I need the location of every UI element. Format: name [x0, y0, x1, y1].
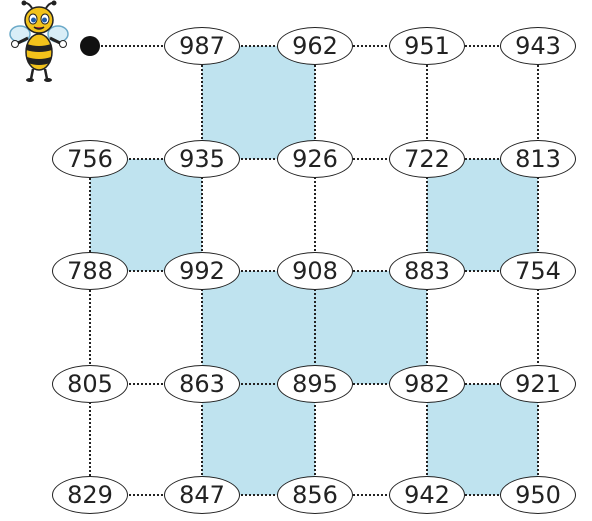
number-node[interactable]: 856: [277, 476, 353, 514]
number-node[interactable]: 813: [500, 140, 576, 178]
bee-icon: [6, 0, 72, 82]
number-node[interactable]: 895: [277, 365, 353, 403]
number-node[interactable]: 943: [500, 27, 576, 65]
number-node[interactable]: 908: [277, 252, 353, 290]
number-node[interactable]: 829: [52, 476, 128, 514]
number-node[interactable]: 987: [164, 27, 240, 65]
number-node[interactable]: 863: [164, 365, 240, 403]
number-node[interactable]: 756: [52, 140, 128, 178]
start-dot: [80, 36, 100, 56]
number-node[interactable]: 883: [389, 252, 465, 290]
number-node[interactable]: 935: [164, 140, 240, 178]
number-node[interactable]: 805: [52, 365, 128, 403]
number-node[interactable]: 962: [277, 27, 353, 65]
number-node[interactable]: 992: [164, 252, 240, 290]
number-node[interactable]: 942: [389, 476, 465, 514]
number-node[interactable]: 788: [52, 252, 128, 290]
number-node[interactable]: 951: [389, 27, 465, 65]
number-node[interactable]: 722: [389, 140, 465, 178]
number-node[interactable]: 950: [500, 476, 576, 514]
number-node[interactable]: 926: [277, 140, 353, 178]
number-node[interactable]: 921: [500, 365, 576, 403]
number-node[interactable]: 982: [389, 365, 465, 403]
number-node[interactable]: 847: [164, 476, 240, 514]
path-vertical: [89, 159, 91, 495]
number-node[interactable]: 754: [500, 252, 576, 290]
